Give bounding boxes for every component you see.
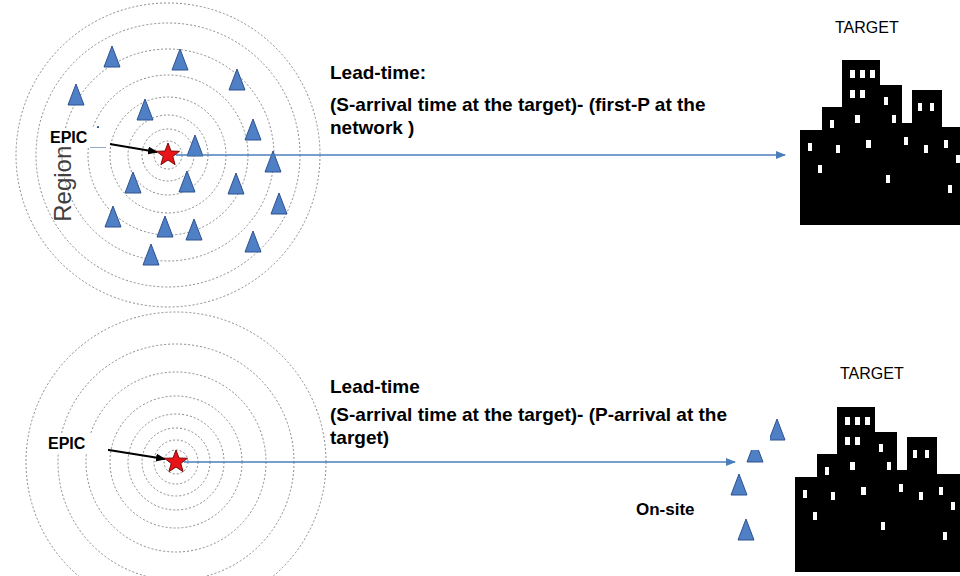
- lead-time-title: Lead-time:: [330, 62, 770, 85]
- lead-time-formula: (S-arrival time at the target)- (P-arriv…: [330, 404, 770, 450]
- epicenter-label: EPIC: [48, 434, 108, 453]
- target-label: TARGET: [835, 18, 935, 37]
- target-label: TARGET: [840, 364, 940, 383]
- epicenter-label: EPIC: [50, 128, 110, 147]
- lead-time-title: Lead-time: [330, 376, 770, 399]
- lead-time-formula: (S-arrival time at the target)- (first-P…: [330, 94, 775, 140]
- onsite-label: On-site: [636, 500, 726, 520]
